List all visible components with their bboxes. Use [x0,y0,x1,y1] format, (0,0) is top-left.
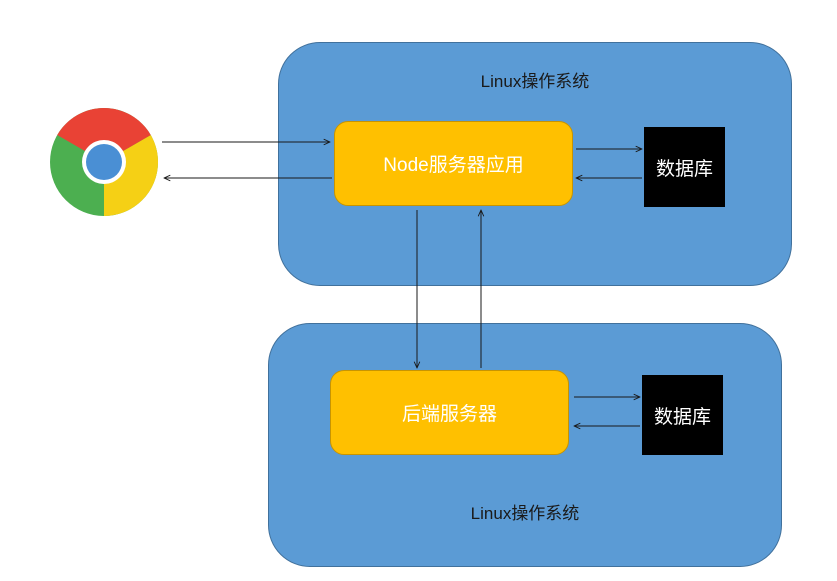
backend-server-label: 后端服务器 [401,404,497,425]
node-server-app-box: Node服务器应用 [334,121,573,206]
upper-os-label: Linux操作系统 [480,72,590,91]
chrome-center-dot [86,144,122,180]
upper-database-label: 数据库 [655,158,713,180]
lower-database-box: 数据库 [642,375,723,455]
lower-os-label: Linux操作系统 [470,504,580,523]
upper-database-box: 数据库 [644,127,725,207]
chrome-browser-icon [50,107,159,216]
node-server-app-label: Node服务器应用 [383,155,524,176]
backend-server-box: 后端服务器 [330,370,569,455]
chrome-red-segment [57,107,151,162]
lower-database-label: 数据库 [653,406,711,428]
